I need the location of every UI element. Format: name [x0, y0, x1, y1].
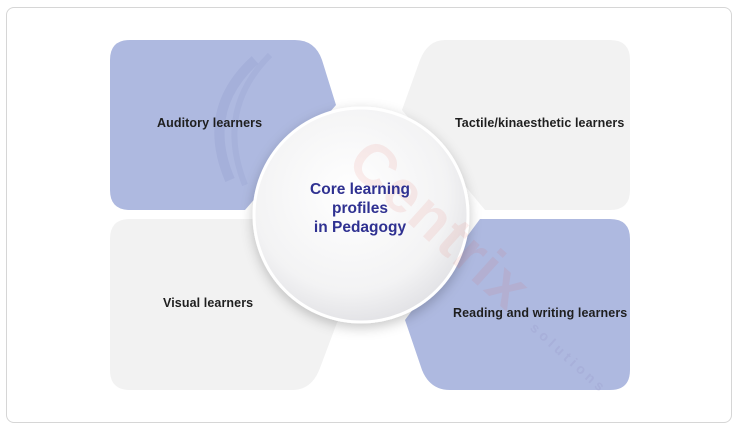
center-circle	[252, 106, 470, 324]
quadrant-tactile-shape	[402, 40, 630, 210]
quadrant-reading-label: Reading and writing learners	[453, 306, 628, 320]
center-title-line-3: in Pedagogy	[313, 219, 407, 236]
center-title: Core learning profiles in Pedagogy	[250, 180, 470, 237]
quadrant-auditory-label: Auditory learners	[157, 116, 263, 130]
quadrant-tactile-label: Tactile/kinaesthetic learners	[455, 116, 625, 130]
quadrant-visual-label: Visual learners	[163, 296, 254, 310]
center-title-line-1: Core learning	[310, 181, 410, 198]
center-title-line-2: profiles	[332, 200, 388, 217]
quadrant-reading-shape	[405, 219, 630, 390]
